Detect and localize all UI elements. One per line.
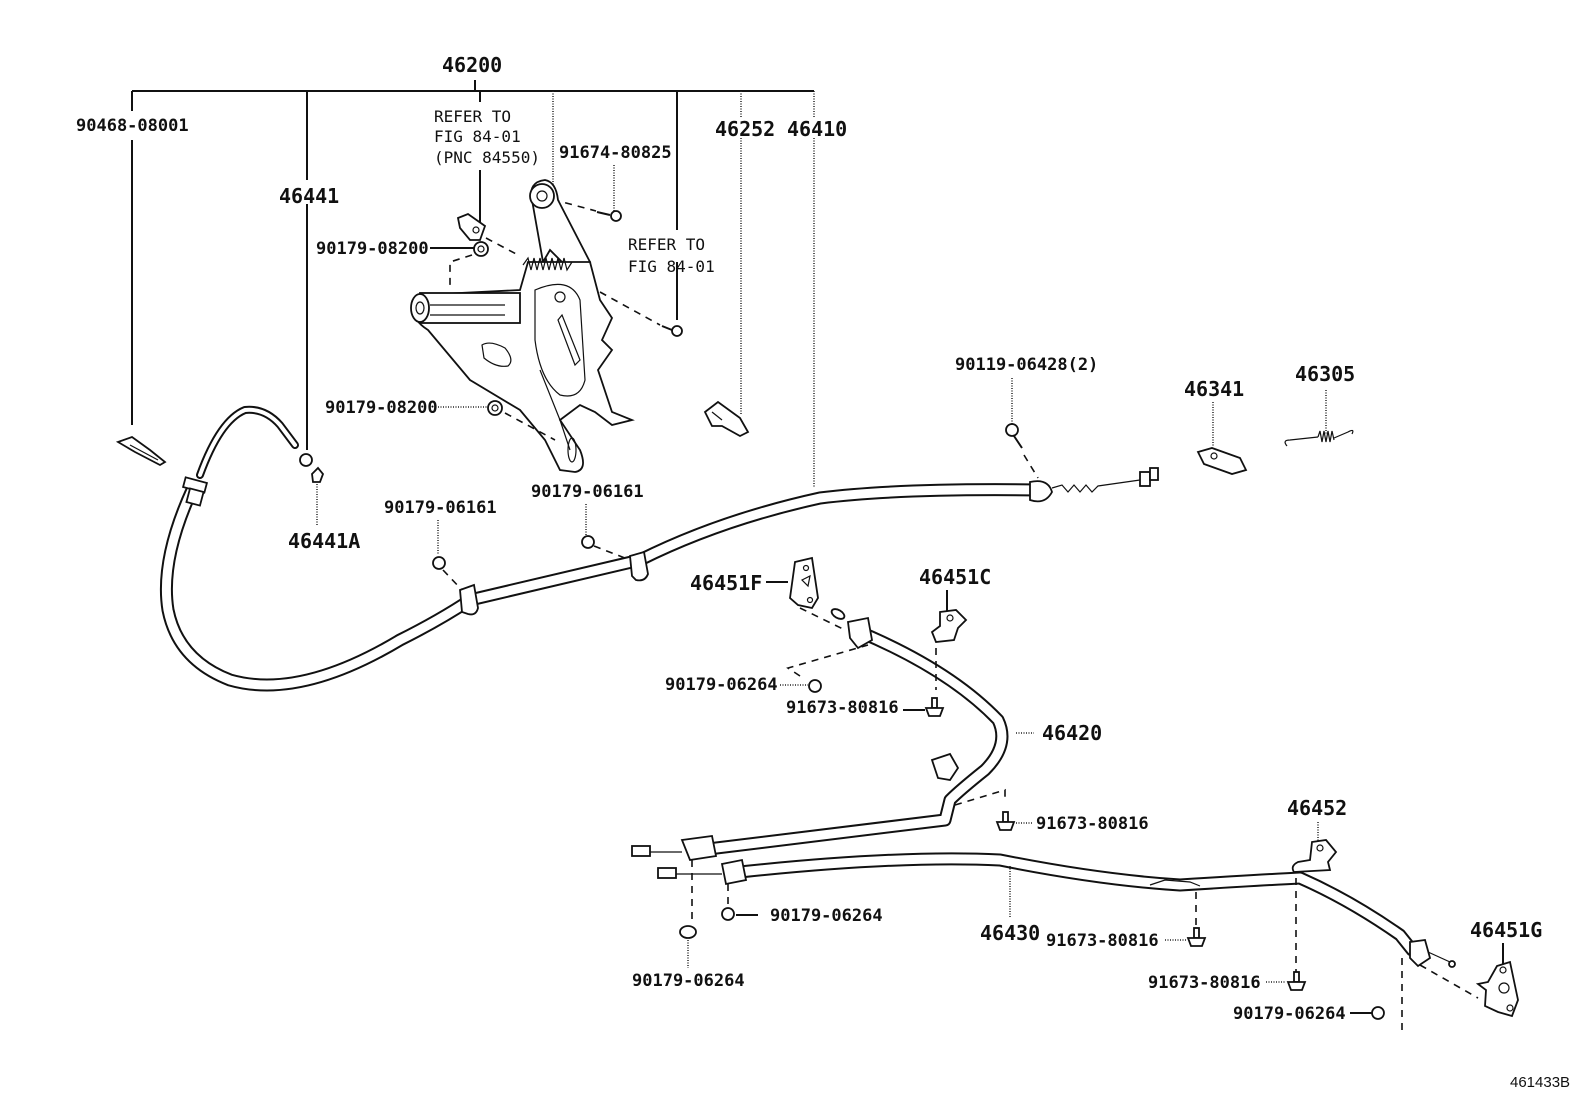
label-46441A[interactable]: 46441A [288, 529, 360, 553]
clip-90468-08001[interactable] [115, 435, 167, 467]
label-46420[interactable]: 46420 [1042, 721, 1102, 745]
rear-cable-46420[interactable] [631, 607, 1009, 861]
parking-brake-switch[interactable] [456, 212, 487, 241]
label-46451F[interactable]: 46451F [690, 571, 762, 595]
bolt-refer-fig-84-01[interactable] [661, 325, 683, 337]
label-46305[interactable]: 46305 [1295, 362, 1355, 386]
cable-clamp-2 [629, 550, 649, 582]
label-46451G[interactable]: 46451G [1470, 918, 1542, 942]
nut-90179-08200-upper[interactable] [473, 241, 489, 257]
note-refer-1-line3: (PNC 84550) [434, 148, 540, 167]
bolt-91673-80816-a[interactable] [924, 697, 945, 717]
bolt-90119-06428[interactable] [1005, 423, 1023, 449]
label-91673-80816-d[interactable]: 91673-80816 [1148, 973, 1261, 993]
release-knob-46252[interactable] [703, 400, 750, 438]
label-91674-80825[interactable]: 91674-80825 [559, 143, 672, 163]
figure-id: 461433B [1510, 1074, 1570, 1091]
note-refer-2-line2: FIG 84-01 [628, 257, 715, 276]
note-refer-2-line1: REFER TO [628, 235, 705, 254]
bracket-46451F[interactable] [789, 556, 819, 610]
clip-46441A[interactable] [311, 466, 325, 483]
nut-90179-06264-b[interactable] [721, 907, 735, 921]
label-90179-06264-a[interactable]: 90179-06264 [665, 675, 778, 695]
label-90179-06161-b[interactable]: 90179-06161 [531, 482, 644, 502]
front-cable-46410[interactable] [159, 405, 1159, 692]
label-46451C[interactable]: 46451C [919, 565, 991, 589]
nut-90179-08200-lower[interactable] [487, 400, 503, 416]
return-spring-46305[interactable] [1284, 429, 1354, 447]
nut-90179-06161-a[interactable] [432, 556, 446, 570]
rear-cable-46430[interactable] [657, 852, 1456, 968]
label-46252[interactable]: 46252 [715, 117, 775, 141]
label-46430[interactable]: 46430 [980, 921, 1040, 945]
bolt-91673-80816-b[interactable] [995, 811, 1016, 831]
nut-90179-06264-c[interactable] [679, 925, 697, 939]
bolt-91673-80816-d[interactable] [1286, 971, 1307, 991]
label-90179-06264-c[interactable]: 90179-06264 [632, 971, 745, 991]
label-90179-08200-lower[interactable]: 90179-08200 [325, 398, 438, 418]
nut-90179-06264-a[interactable] [808, 679, 822, 693]
assembly-bracket-46200: 46200 [131, 53, 815, 488]
label-90179-06161-a[interactable]: 90179-06161 [384, 498, 497, 518]
label-91673-80816-c[interactable]: 91673-80816 [1046, 931, 1159, 951]
bracket-46451C[interactable] [930, 609, 968, 643]
bolt-91673-80816-c[interactable] [1186, 927, 1207, 947]
cable-clamp-1 [459, 583, 479, 616]
bolt-91674-80825[interactable] [596, 210, 622, 222]
equalizer-46341[interactable] [1196, 447, 1248, 475]
label-46200[interactable]: 46200 [442, 53, 502, 77]
bracket-46452[interactable] [1291, 839, 1338, 873]
label-91673-80816-b[interactable]: 91673-80816 [1036, 814, 1149, 834]
label-46441[interactable]: 46441 [279, 184, 339, 208]
label-46452[interactable]: 46452 [1287, 796, 1347, 820]
label-90179-08200-upper[interactable]: 90179-08200 [316, 239, 429, 259]
nut-90179-06264-d[interactable] [1371, 1006, 1385, 1020]
label-90119-06428[interactable]: 90119-06428(2) [955, 355, 1098, 375]
nut-46441[interactable] [299, 453, 313, 467]
label-46341[interactable]: 46341 [1184, 377, 1244, 401]
note-refer-1-line1: REFER TO [434, 107, 511, 126]
nut-90179-06161-b[interactable] [581, 535, 595, 549]
parking-brake-pedal-assembly[interactable] [410, 179, 635, 473]
note-refer-1-line2: FIG 84-01 [434, 127, 521, 146]
label-46410[interactable]: 46410 [787, 117, 847, 141]
label-90179-06264-d[interactable]: 90179-06264 [1233, 1004, 1346, 1024]
label-90468-08001[interactable]: 90468-08001 [76, 116, 189, 136]
label-91673-80816-a[interactable]: 91673-80816 [786, 698, 899, 718]
bracket-46451G[interactable] [1475, 960, 1519, 1018]
label-90179-06264-b[interactable]: 90179-06264 [770, 906, 883, 926]
